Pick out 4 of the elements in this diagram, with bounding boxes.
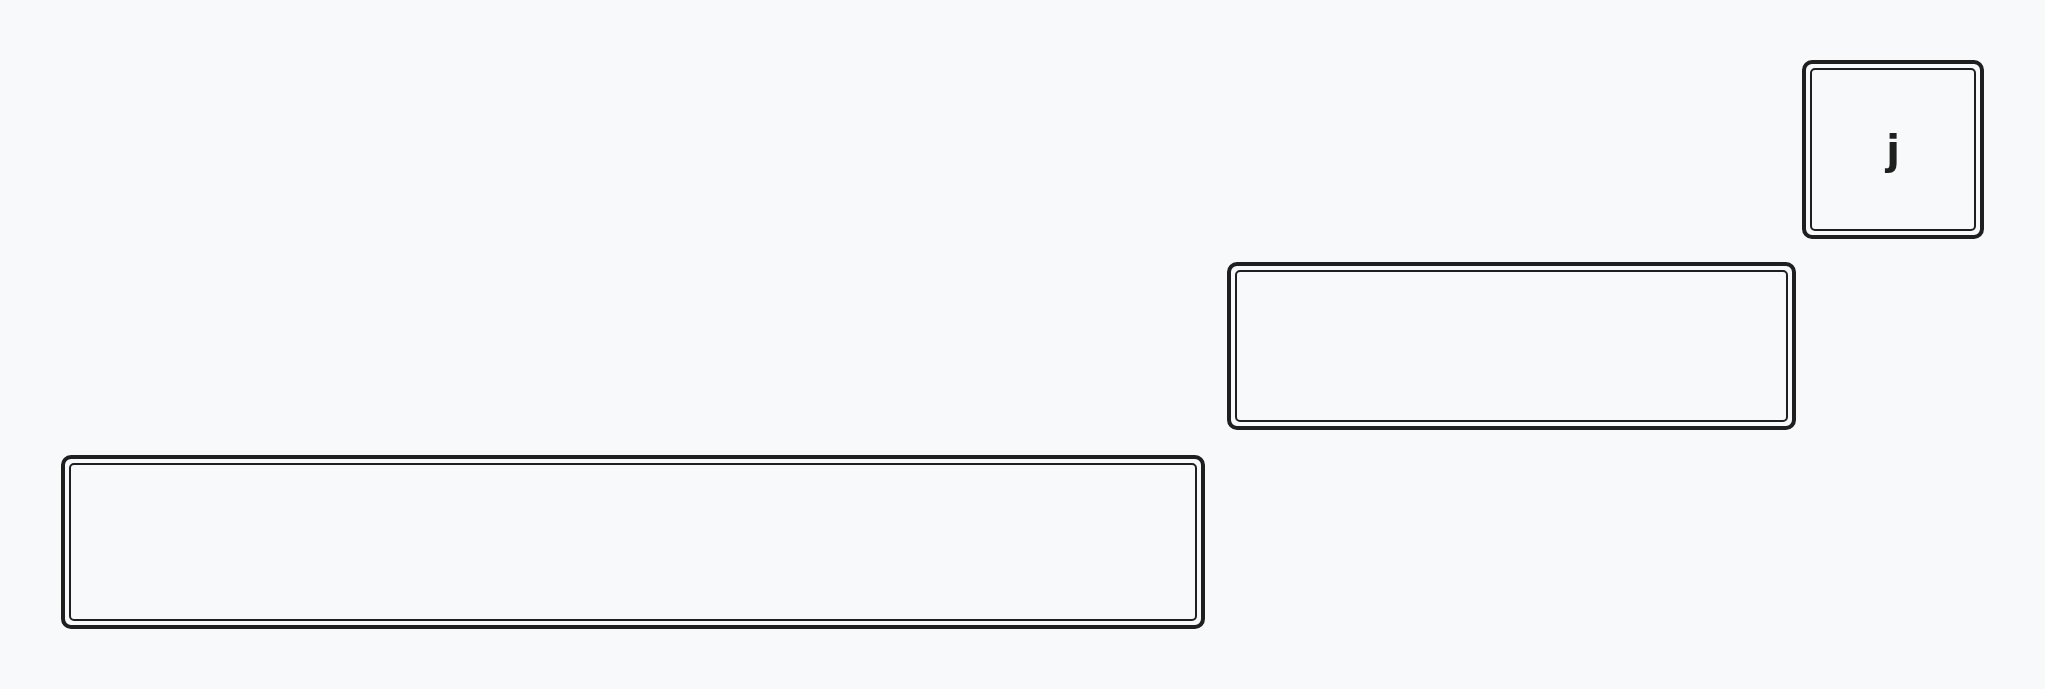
empty-box: [61, 455, 1205, 629]
empty-box: [1227, 262, 1796, 430]
box-label: j: [1886, 127, 1900, 172]
text-box: [1802, 60, 1984, 239]
